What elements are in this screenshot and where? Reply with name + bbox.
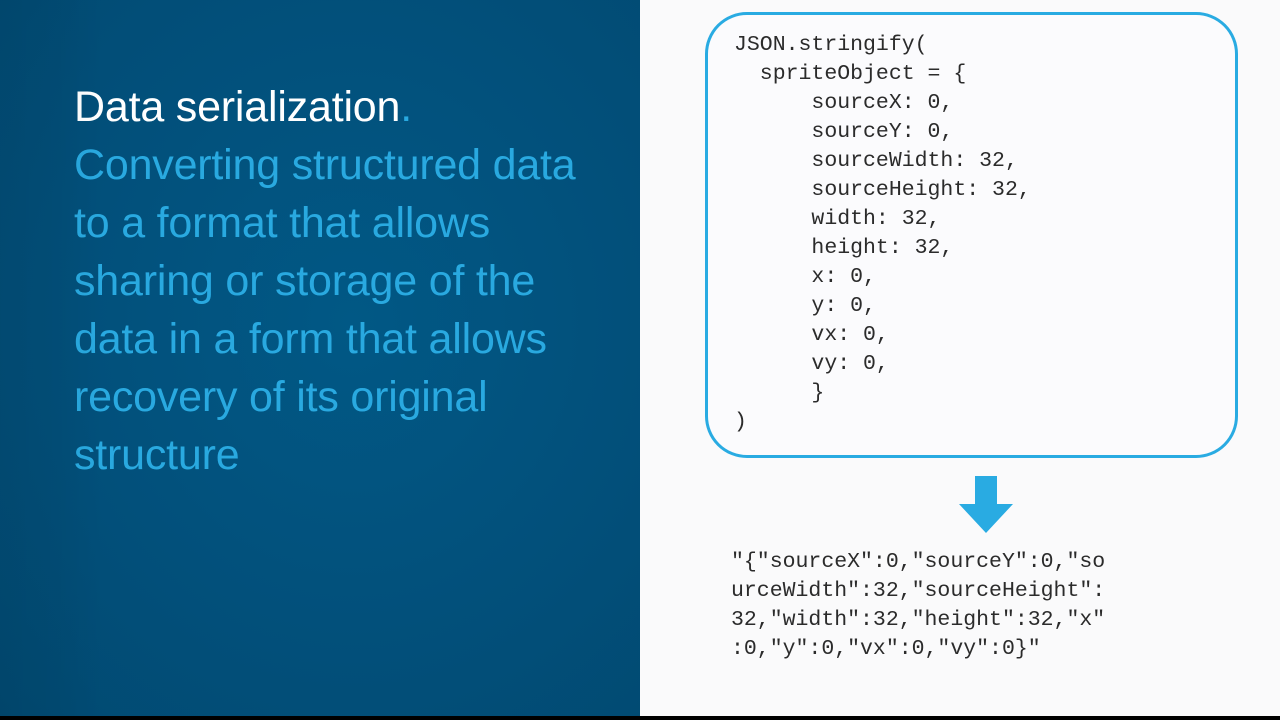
- page-title-text: Data serialization: [74, 83, 401, 131]
- left-panel: Data serialization. Converting structure…: [0, 0, 640, 716]
- code-snippet: JSON.stringify( spriteObject = { sourceX…: [734, 33, 1031, 434]
- page-title-period: .: [400, 83, 412, 131]
- definition-paragraph: Converting structured data to a format t…: [74, 141, 576, 479]
- serialized-output: "{"sourceX":0,"sourceY":0,"so urceWidth"…: [731, 550, 1106, 661]
- left-text-block: Data serialization. Converting structure…: [74, 78, 619, 484]
- right-panel: JSON.stringify( spriteObject = { sourceX…: [640, 0, 1280, 716]
- bottom-bar: [0, 716, 1280, 720]
- code-card: JSON.stringify( spriteObject = { sourceX…: [705, 12, 1238, 458]
- arrow-down-icon: [958, 476, 1014, 534]
- page-title: Data serialization.: [74, 78, 619, 136]
